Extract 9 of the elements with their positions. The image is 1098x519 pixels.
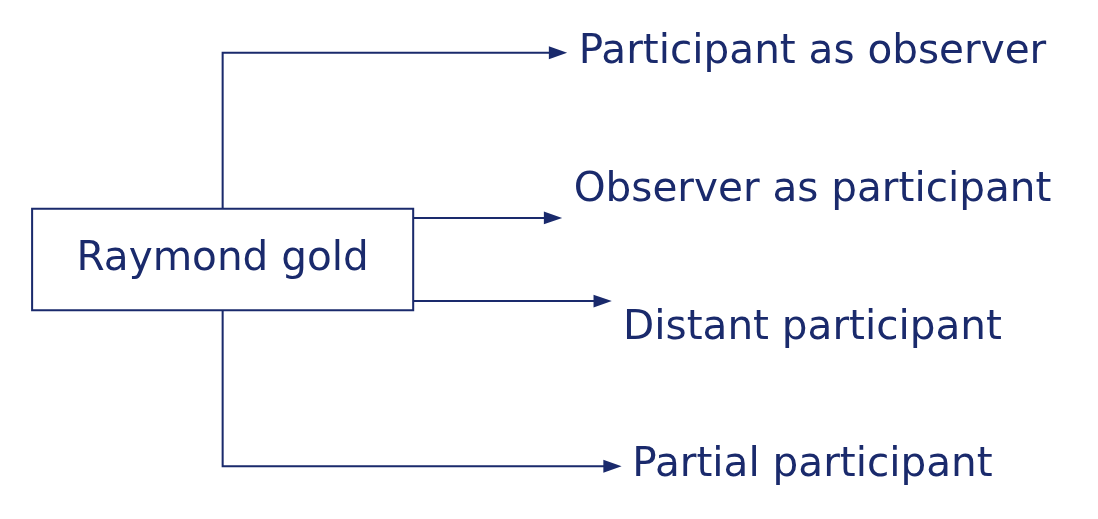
node-text: Partial participant bbox=[632, 438, 993, 487]
arrow bbox=[221, 46, 568, 209]
arrow bbox=[413, 294, 612, 308]
arrow bbox=[413, 211, 563, 225]
node-box: Raymond gold bbox=[31, 207, 415, 312]
node-text: Participant as observer bbox=[578, 24, 1047, 73]
node-text: Distant participant bbox=[623, 300, 1002, 349]
node-text: Observer as participant bbox=[573, 162, 1052, 211]
arrow bbox=[221, 310, 622, 473]
